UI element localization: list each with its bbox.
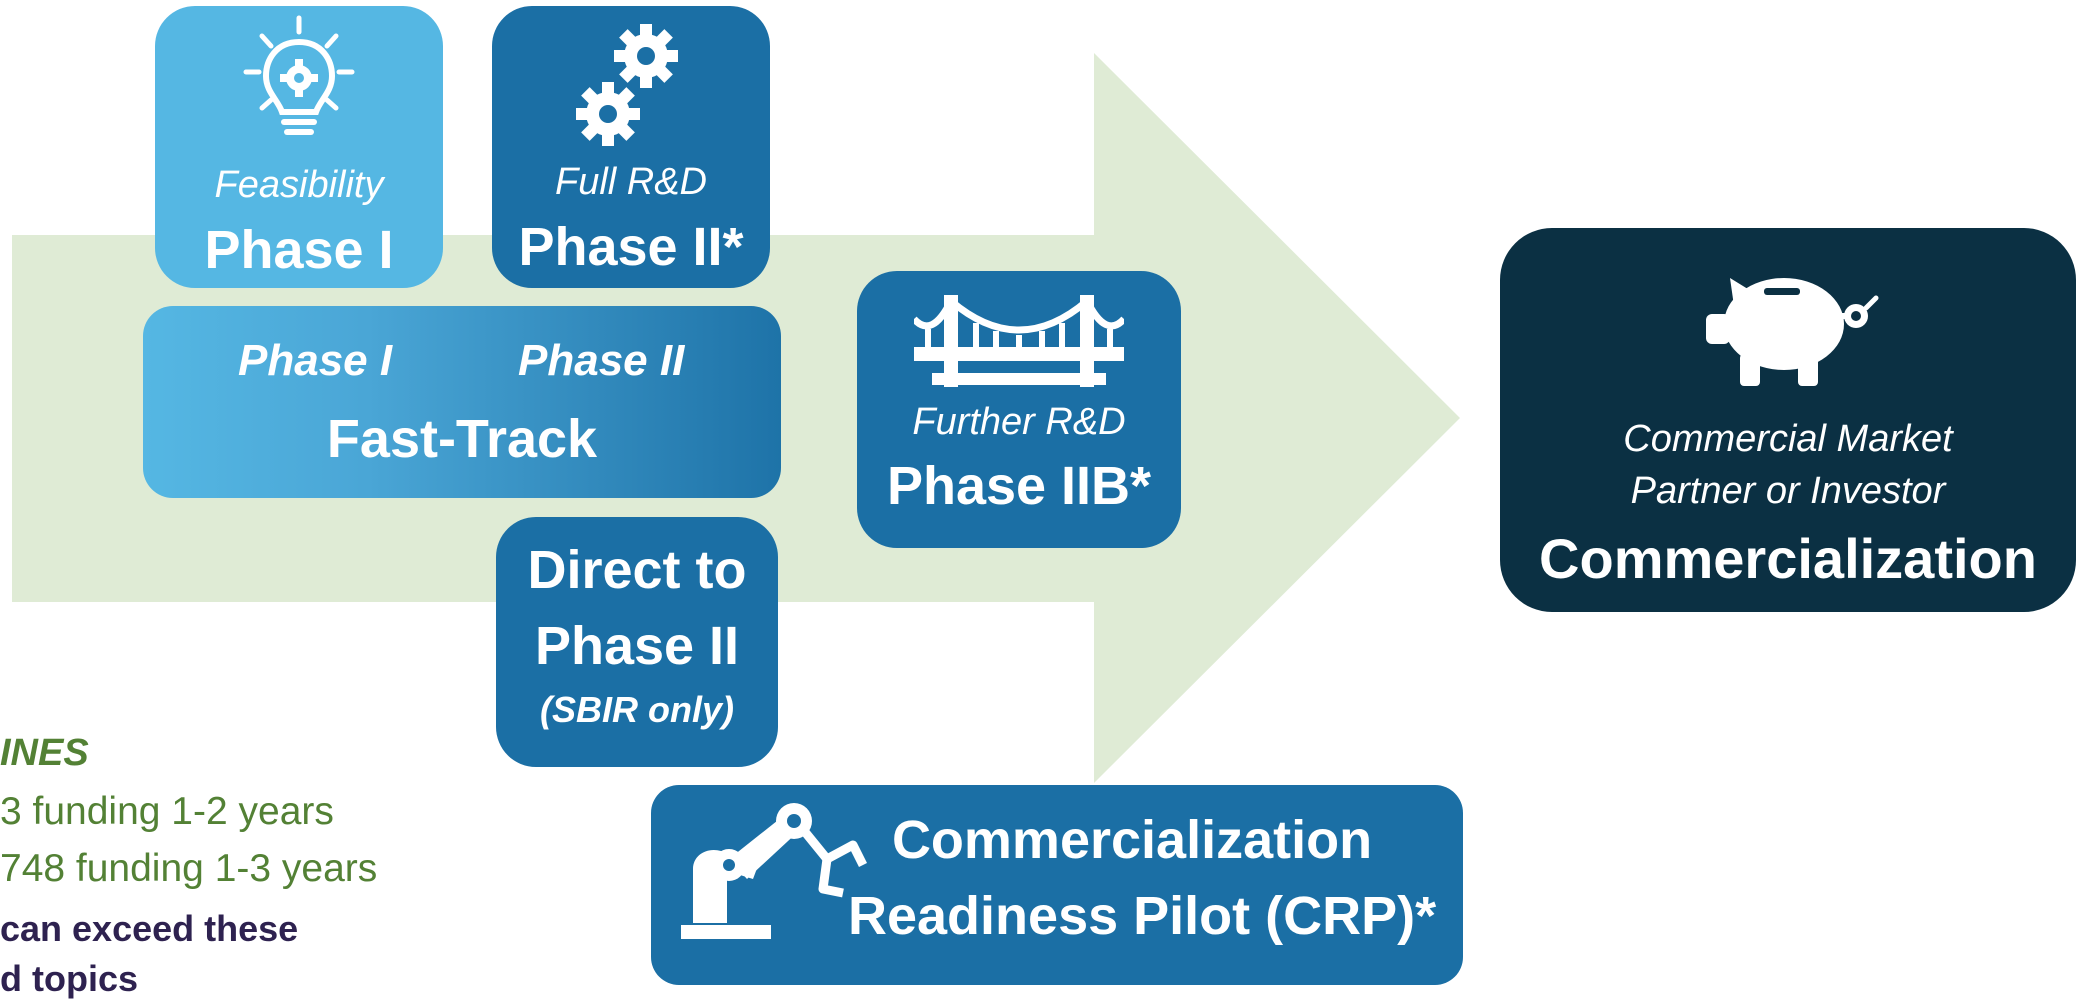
direct-phase2-note: (SBIR only) (540, 689, 734, 730)
commercialization-subtitle-line2: Partner or Investor (1630, 470, 1946, 512)
timelines-heading: INES (0, 732, 89, 774)
bridge-icon (914, 289, 1124, 393)
phase2b-title: Phase IIB* (886, 456, 1152, 516)
timelines-line1: 3 funding 1-2 years (0, 790, 334, 833)
crp-line2: Readiness Pilot (CRP)* (848, 886, 1437, 946)
phase2b-card: Further R&D Phase IIB* (857, 271, 1181, 548)
phase2-subtitle: Full R&D (554, 161, 708, 203)
fast-track-card: Phase I Phase II Fast-Track (143, 306, 781, 498)
direct-phase2-line1: Direct to (527, 540, 747, 600)
direct-phase2-line2: Phase II (534, 616, 740, 676)
robot-arm-icon (677, 799, 867, 944)
phase1-subtitle: Feasibility (214, 164, 384, 206)
timelines-line2: 748 funding 1-3 years (0, 847, 378, 890)
crp-card: Commercialization Readiness Pilot (CRP)* (651, 785, 1463, 985)
fast-track-title: Fast-Track (326, 409, 598, 469)
commercialization-card: Commercial Market Partner or Investor Co… (1500, 228, 2076, 612)
phase2b-subtitle: Further R&D (912, 401, 1126, 443)
gears-icon (576, 20, 686, 150)
phase2-card: Full R&D Phase II* (492, 6, 770, 288)
crp-line1: Commercialization (891, 810, 1373, 870)
fast-track-phase1-label: Phase I (238, 336, 393, 385)
phase2-title: Phase II* (518, 217, 744, 277)
phase1-title: Phase I (204, 220, 394, 280)
direct-phase2-card: Direct to Phase II (SBIR only) (496, 517, 778, 767)
fast-track-phase2-label: Phase II (518, 336, 685, 385)
timelines-note-line2: d topics (0, 958, 139, 999)
lightbulb-gear-icon (242, 14, 356, 154)
commercialization-subtitle-line1: Commercial Market (1623, 418, 1953, 460)
phase1-card: Feasibility Phase I (155, 6, 443, 288)
piggy-bank-icon (1700, 258, 1880, 398)
commercialization-title: Commercialization (1539, 527, 2037, 590)
timelines-note-line1: can exceed these (0, 908, 299, 949)
